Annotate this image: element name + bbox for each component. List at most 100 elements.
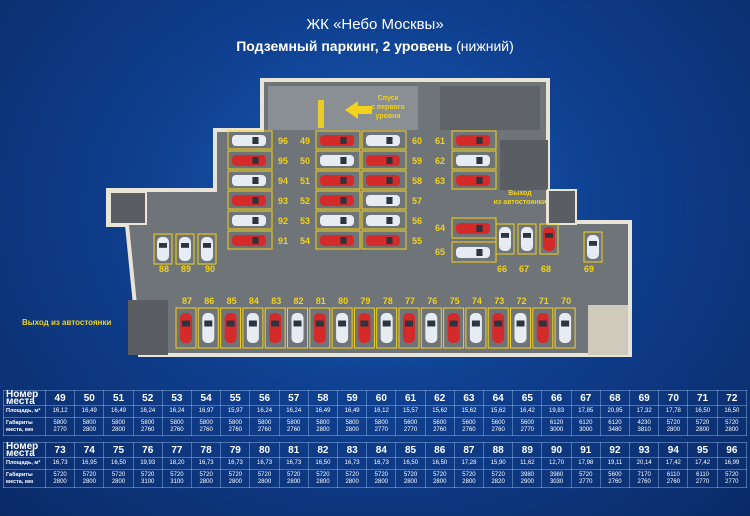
table-cell: 89 bbox=[512, 442, 543, 458]
car-window bbox=[476, 137, 483, 144]
parking-spot bbox=[175, 307, 197, 349]
table-cell: 17,32 bbox=[629, 405, 660, 418]
parking-spot bbox=[315, 150, 361, 170]
car-icon bbox=[521, 227, 533, 251]
parking-spot bbox=[227, 170, 273, 190]
table-cell: 16,73 bbox=[220, 457, 251, 470]
spot-number: 94 bbox=[278, 176, 288, 186]
car-icon bbox=[291, 313, 304, 343]
car-icon bbox=[320, 155, 354, 166]
exit-left-label: Выход из автостоянки bbox=[22, 318, 111, 327]
parking-spot bbox=[539, 223, 559, 255]
table-cell: 20,14 bbox=[629, 457, 660, 470]
table-cell: 56 bbox=[249, 390, 280, 406]
parking-spot bbox=[331, 307, 353, 349]
table-cell: 96 bbox=[716, 442, 748, 458]
spot-number: 50 bbox=[300, 156, 310, 166]
table-cell: 16,73 bbox=[337, 457, 368, 470]
table-cell: 52 bbox=[132, 390, 163, 406]
car-window bbox=[293, 320, 302, 327]
table-cell: 16,42 bbox=[512, 405, 543, 418]
car-window bbox=[449, 320, 458, 327]
parking-spot bbox=[315, 210, 361, 230]
car-window bbox=[476, 177, 483, 184]
spot-number: 82 bbox=[293, 296, 303, 306]
table-cell: 55 bbox=[220, 390, 251, 406]
spot-number: 90 bbox=[205, 264, 215, 274]
stair-core bbox=[500, 140, 548, 190]
table-cell: 16,95 bbox=[74, 457, 105, 470]
car-window bbox=[538, 320, 547, 327]
table-cell: 76 bbox=[132, 442, 163, 458]
spot-number: 84 bbox=[249, 296, 259, 306]
car-icon bbox=[536, 313, 549, 343]
table-cell: 15,62 bbox=[424, 405, 455, 418]
table-cell: 68 bbox=[599, 390, 631, 406]
spot-number: 62 bbox=[435, 156, 445, 166]
parking-spot bbox=[315, 170, 361, 190]
table-cell: 82 bbox=[307, 442, 339, 458]
car-window bbox=[271, 320, 280, 327]
car-window bbox=[382, 320, 391, 327]
table-cell: 16,49 bbox=[103, 405, 134, 418]
car-icon bbox=[202, 313, 215, 343]
table-cell: 73 bbox=[44, 442, 76, 458]
spot-number: 93 bbox=[278, 196, 288, 206]
spot-number: 81 bbox=[316, 296, 326, 306]
table-cell: 93 bbox=[629, 442, 660, 458]
spot-number: 91 bbox=[278, 236, 288, 246]
spot-number: 89 bbox=[181, 264, 191, 274]
parking-spot bbox=[153, 233, 173, 265]
parking-spot bbox=[554, 307, 576, 349]
table-cell: 11,62 bbox=[512, 457, 543, 470]
table-cell: 15,57 bbox=[395, 405, 426, 418]
parking-spot bbox=[315, 190, 361, 210]
car-window bbox=[360, 320, 369, 327]
exit-right-room bbox=[547, 189, 577, 225]
car-icon bbox=[320, 195, 354, 206]
table-cell: 94 bbox=[658, 442, 689, 458]
parking-spot bbox=[361, 150, 407, 170]
car-window bbox=[203, 243, 211, 248]
table-cell: 17,28 bbox=[453, 457, 485, 470]
car-icon bbox=[320, 175, 354, 186]
table-cell: 88 bbox=[483, 442, 514, 458]
table-cell: 20,95 bbox=[599, 405, 631, 418]
spot-number: 71 bbox=[539, 296, 549, 306]
parking-spot bbox=[242, 307, 264, 349]
car-window bbox=[516, 320, 525, 327]
car-window bbox=[248, 320, 257, 327]
spot-number: 85 bbox=[227, 296, 237, 306]
car-window bbox=[340, 177, 347, 184]
table-cell: 16,12 bbox=[366, 405, 397, 418]
table-cell: 81 bbox=[278, 442, 309, 458]
car-icon bbox=[320, 135, 354, 146]
table-cell: 91 bbox=[570, 442, 601, 458]
parking-spot bbox=[361, 210, 407, 230]
left-room bbox=[109, 191, 147, 225]
parking-spot bbox=[517, 223, 537, 255]
parking-spot bbox=[420, 307, 442, 349]
car-icon bbox=[232, 195, 266, 206]
table-cell: 16,50 bbox=[716, 405, 748, 418]
ramp-area bbox=[268, 86, 418, 130]
spot-number: 88 bbox=[159, 264, 169, 274]
